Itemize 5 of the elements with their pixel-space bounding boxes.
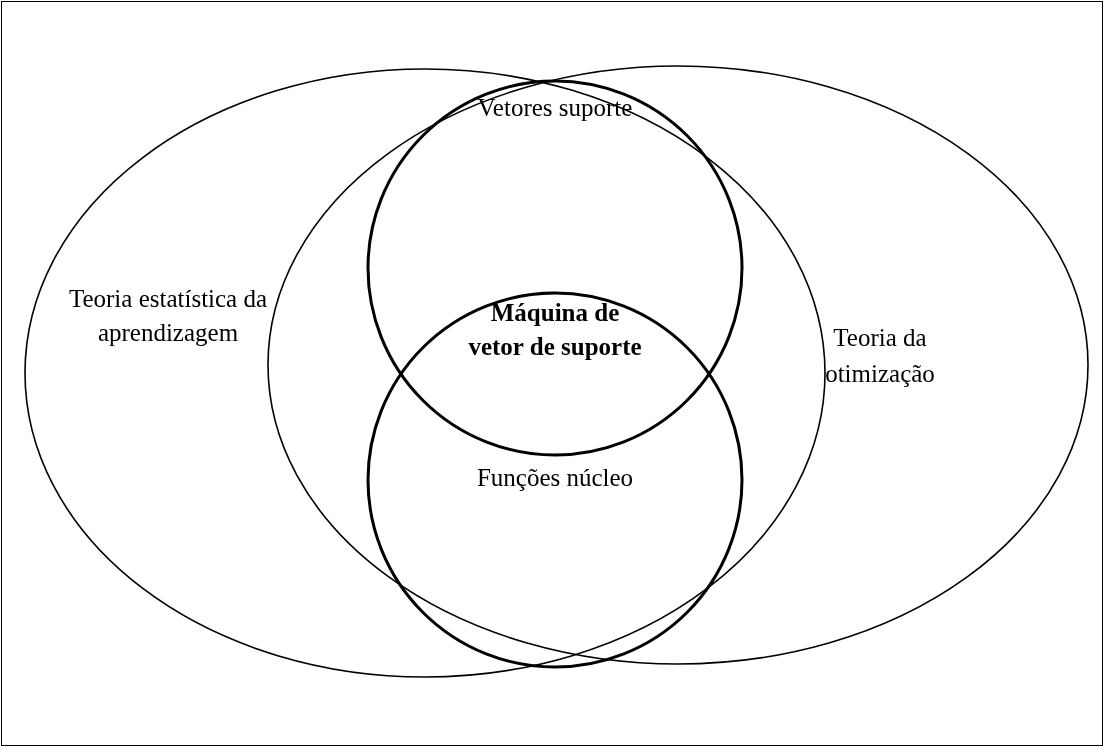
set-label: Funções núcleo [475,463,635,493]
set-label: Teoria da otimização [824,323,936,389]
overlap-label: Máquina de vetor de suporte [467,298,643,362]
set-label: Teoria estatística da aprendizagem [67,284,269,348]
set-label: Vetores suporte [476,93,634,123]
